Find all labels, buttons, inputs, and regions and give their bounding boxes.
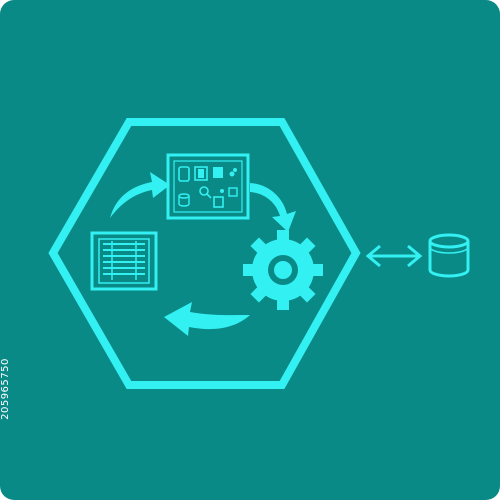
side-id-number: 205965750 [0, 358, 11, 420]
gear-icon [243, 230, 323, 310]
curved-arrow-icon [164, 302, 250, 336]
double-arrow-icon [365, 244, 423, 268]
dashboard-icon [166, 153, 250, 220]
curved-arrow-icon [110, 172, 170, 218]
hexagon-frame [48, 118, 361, 389]
document-list-icon [90, 231, 158, 291]
database-icon [428, 233, 470, 278]
curved-arrow-icon [250, 183, 296, 232]
